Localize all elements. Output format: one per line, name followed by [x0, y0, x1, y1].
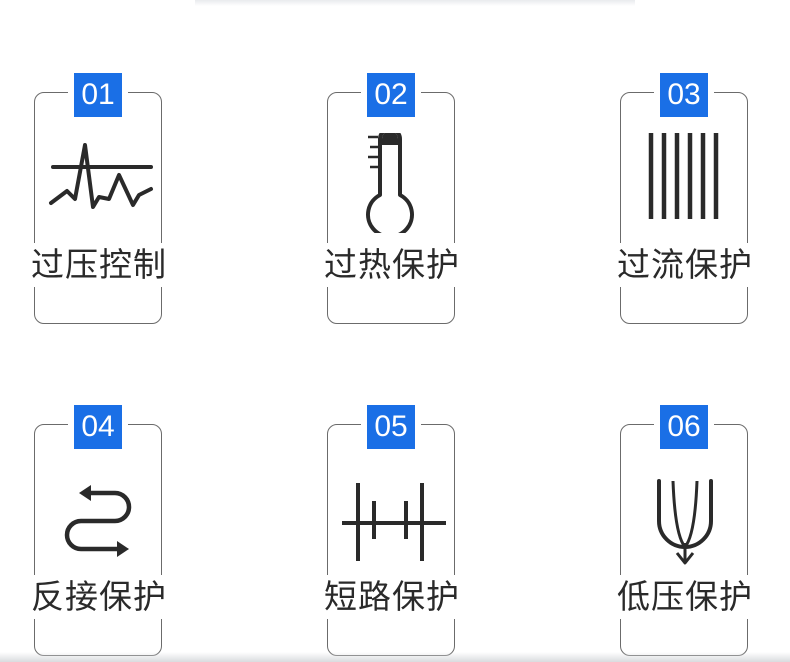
short-circuit-icon	[328, 475, 456, 575]
feature-card-overvoltage: 01 过压控制	[23, 67, 175, 324]
reverse-arrows-icon	[35, 481, 163, 581]
overvoltage-waveform-icon	[35, 133, 163, 233]
card-number-badge: 01	[68, 67, 128, 123]
top-shadow	[195, 0, 635, 6]
feature-card-overheat: 02 过热保护	[316, 67, 468, 324]
card-label: 低压保护	[609, 575, 761, 619]
bottom-shadow	[0, 652, 790, 662]
card-label: 过热保护	[316, 243, 468, 287]
card-number-badge: 03	[654, 67, 714, 123]
feature-card-overcurrent: 03 过流保护	[609, 67, 761, 324]
card-number-badge: 04	[68, 399, 128, 455]
feature-card-reverse-polarity: 04 反接保护	[23, 399, 175, 656]
thermometer-icon	[328, 133, 456, 233]
card-label: 短路保护	[316, 575, 468, 619]
low-voltage-icon	[621, 477, 749, 577]
card-label: 反接保护	[23, 575, 175, 619]
card-number-badge: 06	[654, 399, 714, 455]
card-number-badge: 05	[361, 399, 421, 455]
card-label: 过压控制	[23, 243, 175, 287]
card-label: 过流保护	[609, 243, 761, 287]
card-number-badge: 02	[361, 67, 421, 123]
feature-card-undervoltage: 06 低压保护	[609, 399, 761, 656]
feature-card-short-circuit: 05 短路保护	[316, 399, 468, 656]
vertical-bars-icon	[621, 133, 749, 233]
